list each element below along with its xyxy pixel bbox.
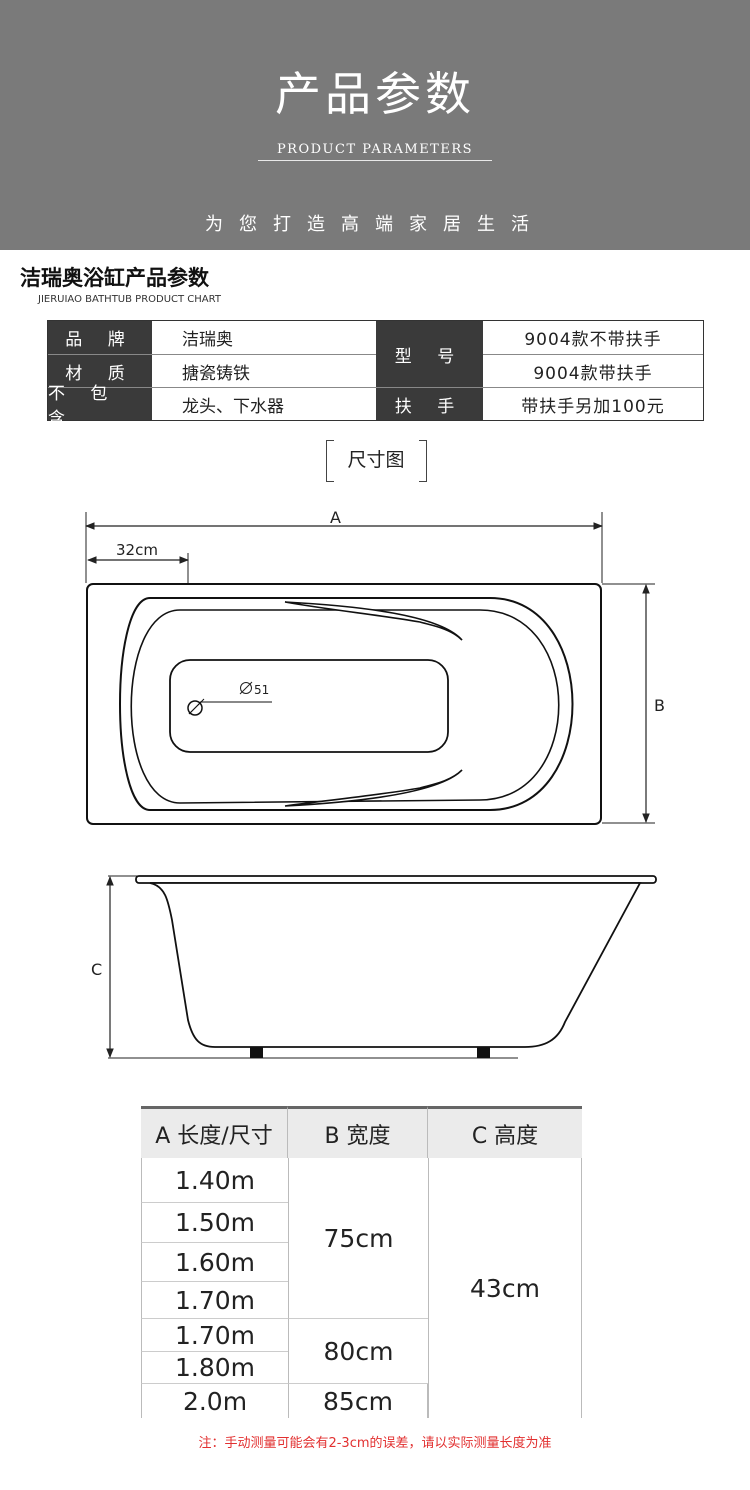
tagline: 为您打造高端家居生活: [205, 214, 545, 235]
model-value-1: 9004款不带扶手: [483, 321, 703, 354]
material-value: 搪瓷铸铁: [152, 354, 376, 387]
bathtub-side-view: C: [91, 875, 657, 1059]
length-cell: 1.70m: [141, 1319, 288, 1352]
dimension-b-label: B: [654, 696, 665, 715]
length-cell: 2.0m: [141, 1384, 288, 1418]
header-width: B 宽度: [288, 1106, 428, 1158]
handle-value: 带扶手另加100元: [483, 387, 703, 420]
handle-label: 扶 手: [376, 387, 483, 420]
length-cell: 1.70m: [141, 1282, 288, 1319]
width-cell: 75cm: [288, 1158, 428, 1319]
header-length: A 长度/尺寸: [141, 1106, 288, 1158]
dimension-a-label: A: [330, 508, 341, 527]
dimension-32cm-label: 32cm: [116, 541, 158, 559]
width-cell: 85cm: [288, 1384, 428, 1418]
measurement-note: 注：手动测量可能会有2-3cm的误差，请以实际测量长度为准: [198, 1436, 552, 1451]
title-underline: [258, 160, 492, 161]
parameter-table: 品 牌 材 质 不 包 含 洁瑞奥 搪瓷铸铁 龙头、下水器 型 号 扶 手 90…: [47, 320, 704, 429]
page-title: 产品参数: [275, 67, 475, 121]
header-banner: [0, 0, 750, 250]
length-cell: 1.60m: [141, 1243, 288, 1282]
material-label: 材 质: [48, 354, 152, 387]
size-table: A 长度/尺寸 B 宽度 C 高度 1.40m 1.50m 1.60m 1.70…: [141, 1106, 582, 1418]
dimension-c-label: C: [91, 960, 102, 979]
height-cell: 43cm: [428, 1158, 582, 1418]
excluded-label: 不 包 含: [48, 384, 152, 429]
model-value-2: 9004款带扶手: [483, 354, 703, 387]
length-cell: 1.40m: [141, 1158, 288, 1203]
brand-label: 品 牌: [48, 321, 152, 354]
page-subtitle: PRODUCT PARAMETERS: [276, 142, 474, 157]
excluded-value: 龙头、下水器: [152, 387, 376, 420]
bathtub-top-view: 51 A 32cm B: [85, 508, 665, 825]
section-title: 洁瑞奥浴缸产品参数: [20, 266, 209, 290]
left-bracket: [326, 440, 334, 482]
width-cell: 80cm: [288, 1319, 428, 1384]
model-label: 型 号: [376, 321, 483, 387]
section-subtitle: JIERUIAO BATHTUB PRODUCT CHART: [38, 294, 221, 305]
length-cell: 1.80m: [141, 1352, 288, 1384]
header-height: C 高度: [428, 1106, 582, 1158]
drain-diameter-label: 51: [254, 683, 269, 697]
brand-value: 洁瑞奥: [152, 321, 376, 354]
size-diagram-tag: 尺寸图: [347, 449, 405, 471]
right-bracket: [419, 440, 427, 482]
length-cell: 1.50m: [141, 1203, 288, 1243]
